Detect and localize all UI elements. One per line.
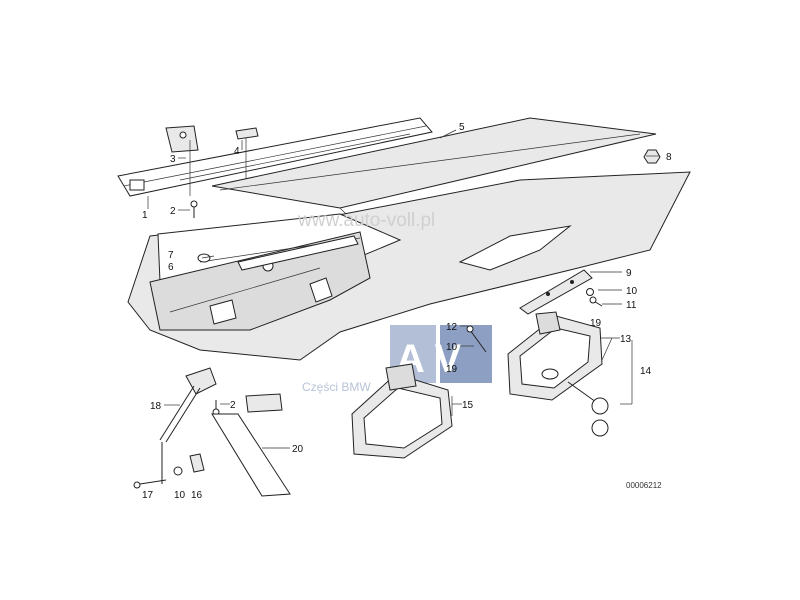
callout-20: 20 [292, 444, 304, 455]
callout-16: 16 [191, 490, 203, 501]
glove-box-body [127, 171, 691, 361]
callout-4: 4 [234, 146, 240, 157]
watermark-url: www.auto-voll.pl [297, 210, 435, 231]
callout-5: 5 [459, 122, 465, 133]
clip [189, 453, 205, 473]
callout-19: 19 [590, 318, 602, 329]
callout-17: 17 [142, 490, 154, 501]
callout-2: 2 [230, 400, 236, 411]
callout-18: 18 [150, 401, 162, 412]
glove-box-lid [211, 117, 657, 215]
drawing-number: 00006212 [626, 481, 662, 490]
callout-14: 14 [640, 366, 652, 377]
key [567, 381, 609, 437]
callout-2: 2 [170, 206, 176, 217]
screw [589, 296, 603, 307]
latch-handle [351, 363, 453, 459]
callout-10: 10 [626, 286, 638, 297]
watermark-caption: Części BMW [302, 380, 371, 394]
lock-handle-assembly [507, 311, 603, 401]
nut [643, 149, 661, 164]
callout-3: 3 [170, 154, 176, 165]
callouts: 1 2 3 4 5 6 7 8 9 10 11 12 10 19 13 14 1… [142, 122, 672, 501]
callout-10: 10 [174, 490, 186, 501]
callout-15: 15 [462, 400, 474, 411]
screw [190, 200, 198, 218]
callout-19: 19 [446, 364, 458, 375]
watermark-logo: A V [390, 325, 492, 383]
callout-10: 10 [446, 342, 458, 353]
support-arm [159, 367, 217, 484]
bolt [133, 479, 167, 489]
trim-strip [117, 117, 433, 197]
screw [212, 400, 220, 416]
clip [235, 127, 259, 180]
washer [173, 466, 183, 476]
bracket-hinge [165, 125, 199, 196]
callout-9: 9 [626, 268, 632, 279]
callout-11: 11 [626, 300, 637, 311]
washer [586, 288, 594, 296]
callout-8: 8 [666, 152, 672, 163]
leader-lines [147, 129, 660, 449]
bracket-mount [211, 393, 291, 497]
callout-1: 1 [142, 210, 148, 221]
callout-6: 6 [168, 262, 174, 273]
striker-plate [519, 269, 593, 315]
callout-7: 7 [168, 250, 174, 261]
callout-12: 12 [446, 322, 458, 333]
latch-strip [237, 235, 359, 271]
callout-13: 13 [620, 334, 632, 345]
screw [466, 325, 487, 353]
